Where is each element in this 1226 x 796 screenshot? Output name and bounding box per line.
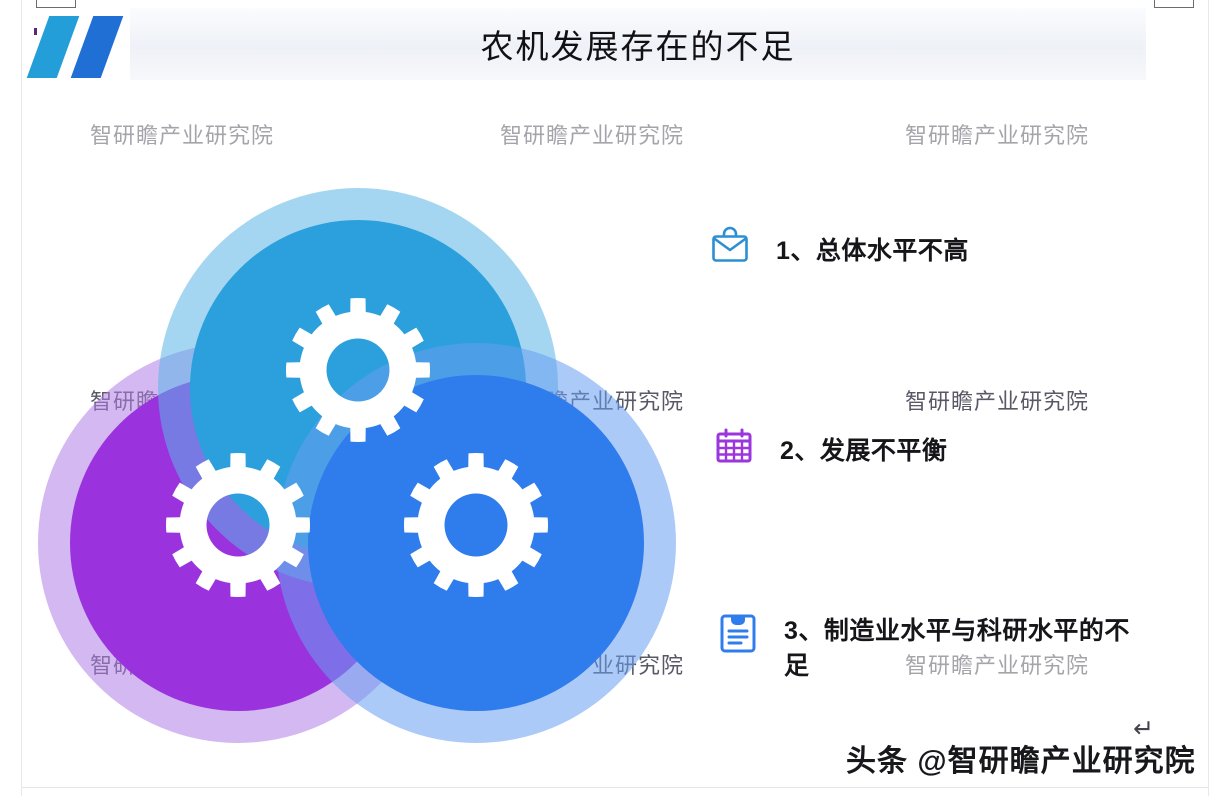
page-edge-right [1208, 0, 1226, 796]
brand-logo [26, 16, 136, 78]
crop-mark-right [1154, 0, 1194, 8]
watermark-text: 智研瞻产业研究院 [500, 123, 685, 148]
bottom-divider [22, 787, 1208, 788]
gear-icon [401, 450, 551, 600]
page-edge-left [0, 0, 22, 796]
calendar-icon [710, 422, 758, 472]
diagram [38, 188, 676, 750]
gear-icon [163, 450, 313, 600]
list-item-label: 3、制造业水平与科研水平的不足 [784, 617, 1130, 680]
logo-bar-right [70, 16, 124, 78]
list-item-label: 2、发展不平衡 [780, 437, 948, 465]
clipboard-icon [714, 608, 762, 658]
watermark-text: 智研瞻产业研究院 [90, 123, 275, 148]
list-item[interactable]: 2、发展不平衡 [710, 422, 947, 472]
logo-bar-left [26, 16, 80, 78]
list-item[interactable]: 1、总体水平不高 [706, 222, 969, 272]
page-title: 农机发展存在的不足 [480, 28, 796, 65]
header-band [130, 8, 1146, 80]
list-item-label: 1、总体水平不高 [776, 237, 969, 265]
crop-mark-left [36, 0, 76, 8]
watermark-text: 智研瞻产业研究院 [905, 389, 1090, 414]
gear-icon [283, 295, 433, 445]
list-item[interactable]: 3、制造业水平与科研水平的不足 [714, 608, 1134, 683]
logo-tick-mark [34, 28, 37, 35]
briefcase-icon [706, 222, 754, 272]
return-arrow-icon: ↵ [1133, 715, 1154, 743]
footer-brand: 头条 @智研瞻产业研究院 [846, 745, 1196, 778]
watermark-text: 智研瞻产业研究院 [905, 123, 1090, 148]
